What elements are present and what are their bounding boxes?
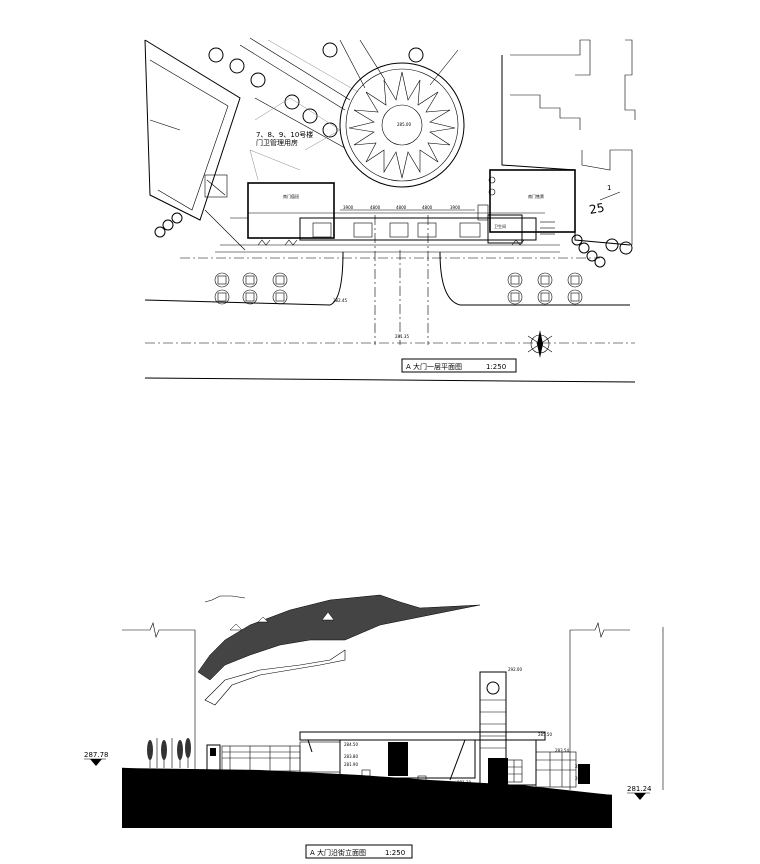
left-elev-label: 287.78 — [84, 751, 109, 759]
site-plan: 285.00 25 1 — [144, 37, 636, 383]
plan-paths — [239, 37, 459, 181]
sun-plaza: 285.00 — [339, 62, 465, 188]
axis-lines — [145, 215, 635, 345]
dimension-labels: 3900 4800 4800 4800 3900 — [340, 205, 475, 211]
gate-canopy — [299, 731, 546, 781]
level-4: 281.30 — [457, 780, 471, 785]
planters-left — [214, 272, 288, 305]
svg-text:1: 1 — [607, 184, 611, 192]
hatched-hill — [197, 594, 481, 706]
tree-row-upper — [154, 42, 424, 238]
level-2: 283.80 — [344, 754, 358, 759]
street-elevation: 284.50 283.80 281.90 281.30 292.00 285.5… — [84, 594, 664, 859]
road-elev-label: 281.35 — [395, 334, 409, 339]
left-building — [144, 39, 241, 221]
room-small-label: 卫生间 — [494, 223, 506, 229]
plan-scale: 1:250 — [486, 363, 506, 371]
right-elev-marker: 281.24 — [627, 785, 652, 800]
plan-title: A 大门一层平面图 — [406, 362, 462, 371]
left-elev-marker: 287.78 — [84, 751, 109, 766]
plan-title-box: A 大门一层平面图 1:250 — [401, 358, 517, 373]
right-wing — [505, 739, 590, 788]
level-3: 281.90 — [344, 762, 358, 767]
north-arrow-icon — [527, 330, 553, 358]
svg-text:285.00: 285.00 — [397, 122, 411, 127]
level-1: 284.50 — [344, 742, 358, 747]
elevation-scale: 1:250 — [385, 849, 405, 857]
dim-5: 3900 — [450, 205, 461, 210]
level-6: 285.50 — [538, 732, 552, 737]
driveway-curves: 282.45 281.35 — [144, 251, 636, 383]
level-8: 282.60 — [575, 764, 589, 769]
tree-cluster-right — [571, 234, 633, 268]
gate-tower — [479, 671, 523, 788]
ground-elev-label: 282.45 — [333, 298, 347, 303]
plan-note-2: 门卫管理用房 — [256, 138, 298, 147]
level-9: 281.10 — [575, 776, 589, 781]
level-labels: 284.50 283.80 281.90 281.30 292.00 285.5… — [344, 667, 589, 785]
elevation-title: A 大门沿街立面图 — [310, 848, 366, 857]
level-5: 292.00 — [508, 667, 522, 672]
dim-1: 3900 — [343, 205, 354, 210]
room-right-label: 南门售票 — [528, 193, 544, 199]
left-wing — [206, 741, 341, 774]
right-elev-label: 281.24 — [627, 785, 652, 793]
dim-2: 4800 — [370, 205, 381, 210]
room-left-label: 南门值班 — [283, 193, 299, 199]
svg-text:25: 25 — [588, 201, 605, 217]
planters-right — [507, 272, 583, 305]
dim-4: 4800 — [422, 205, 433, 210]
dim-3: 4800 — [396, 205, 407, 210]
central-gate — [339, 739, 476, 782]
left-trees — [147, 738, 191, 768]
plan-note-1: 7、8、9、10号楼 — [256, 130, 313, 139]
level-7: 283.54 — [555, 748, 569, 753]
gate-building: 南门值班 南门售票 卫生间 7、8、9、10号楼 门卫管理用房 — [204, 130, 576, 253]
ground-mass — [122, 768, 612, 828]
right-buildings: 25 1 — [501, 39, 636, 246]
elevation-title-box: A 大门沿街立面图 1:250 — [305, 844, 413, 859]
